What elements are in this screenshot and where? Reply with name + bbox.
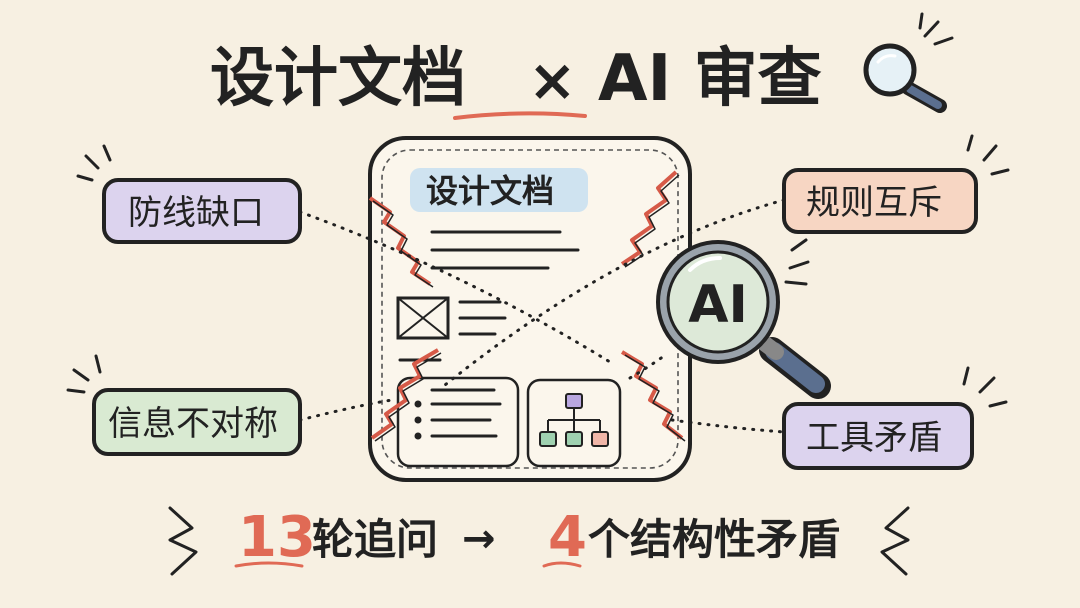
footer-rounds-underline [234,561,304,568]
connector-info-asymmetry [298,398,394,422]
doc-label: 设计文档 [426,172,554,210]
footer-arrow: → [462,516,496,562]
doc-label-highlight [410,168,588,212]
tag-tool-conflict-label: 工具矛盾 [806,418,942,458]
tag-rule-conflict-label: 规则互斥 [806,183,942,223]
title-cross: × [528,46,577,114]
connector-magnifier [628,354,666,380]
footer-left-sparkle [168,506,198,576]
tag-defense-gap-sparkle [76,144,112,182]
tag-info-asymmetry: 信息不对称 [66,354,302,456]
footer-summary: 13 轮追问 → 4 个结构性矛盾 [168,505,910,576]
footer-rounds-text: 轮追问 [312,515,438,564]
tag-tool-conflict: 工具矛盾 [782,366,1008,470]
flowchart-icon [526,378,622,468]
footer-result-underline [542,561,582,568]
ai-magnifier-label: AI [688,275,748,335]
tag-defense-gap-label: 防线缺口 [128,193,264,233]
footer-result-text: 个结构性矛盾 [588,515,840,564]
crack-marks [368,170,686,442]
tag-rule-conflict: 规则互斥 [782,134,1010,234]
connector-tool-conflict [670,418,786,434]
ai-magnifier-icon: AI [656,238,831,399]
title-left: 设计文档 [210,42,466,116]
footer-rounds-number: 13 [238,505,316,570]
connector-defense-gap [298,210,612,364]
tag-info-asymmetry-label: 信息不对称 [108,404,278,444]
design-document: 设计文档 [368,136,692,482]
footer-result-number: 4 [548,505,587,570]
tag-rule-conflict-sparkle [966,134,1010,176]
tag-tool-conflict-sparkle [962,366,1008,408]
title-underline [453,111,587,120]
ai-magnifier-sparkle [784,238,810,286]
title-right: AI 审查 [598,42,822,116]
connector-rule-conflict [443,198,786,387]
image-placeholder-icon [396,296,450,340]
tag-info-asymmetry-sparkle [66,354,102,394]
title-group: 设计文档 × AI 审查 [210,42,822,120]
footer-right-sparkle [880,506,910,576]
tag-defense-gap: 防线缺口 [76,144,302,244]
title-magnifier-icon [863,12,954,113]
connector-lines [298,198,786,434]
